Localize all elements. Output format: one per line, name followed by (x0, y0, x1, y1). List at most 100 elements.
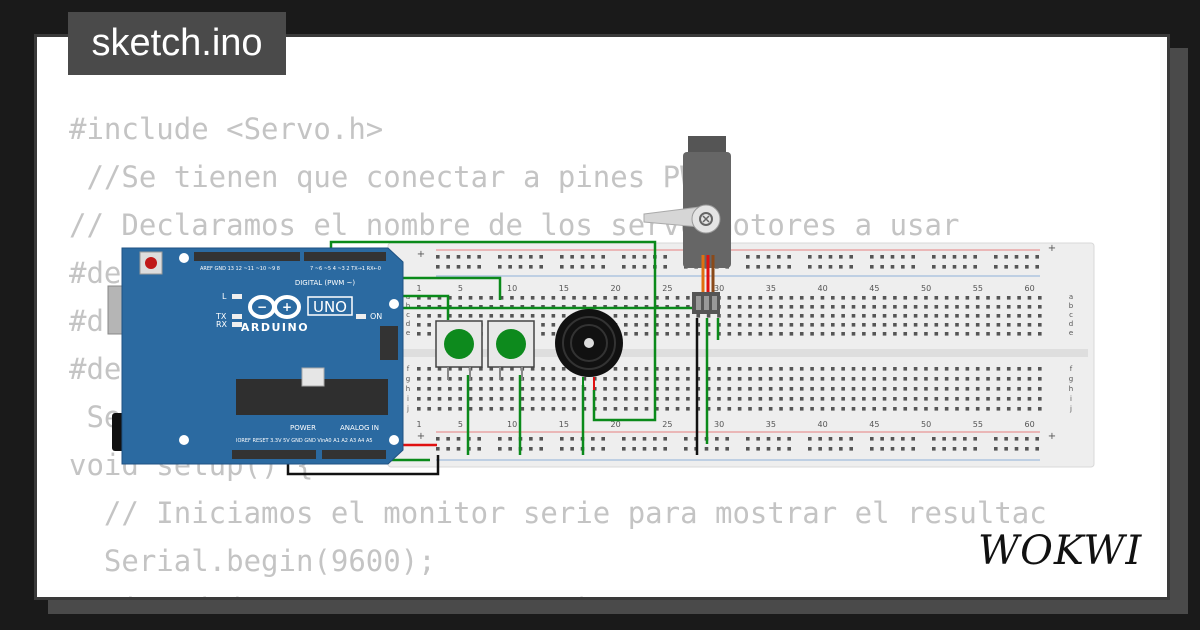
breadboard-hole (580, 265, 585, 269)
breadboard-hole (644, 314, 649, 318)
breadboard-hole (541, 407, 545, 411)
breadboard-hole (427, 377, 431, 381)
breadboard-hole (828, 265, 833, 269)
breadboard-hole (748, 296, 752, 300)
breadboard-hole (582, 296, 587, 300)
breadboard-hole (1017, 323, 1021, 327)
breadboard-hole (872, 332, 876, 336)
breadboard-hole (560, 255, 564, 259)
breadboard-hole (777, 437, 781, 441)
breadboard-hole (539, 437, 543, 441)
row-letter: f (407, 365, 410, 373)
breadboard-hole (748, 314, 752, 318)
breadboard-hole (934, 387, 939, 391)
breadboard-hole (768, 332, 773, 336)
code-line: // Declaramos el nombre de los servo mot… (69, 208, 960, 242)
row-letter: b (406, 302, 411, 310)
breadboard-hole (799, 377, 804, 381)
breadboard-hole (952, 265, 957, 269)
row-letter: h (406, 385, 410, 393)
breadboard-hole (831, 296, 835, 300)
breadboard-hole (810, 332, 814, 336)
breadboard-hole (518, 255, 523, 259)
analog-label: ANALOG IN (340, 424, 379, 432)
breadboard-hole (541, 296, 545, 300)
buzzer (555, 309, 623, 390)
breadboard-hole (758, 296, 763, 300)
breadboard-hole (684, 437, 688, 441)
breadboard-hole (417, 332, 421, 336)
breadboard-hole (942, 437, 946, 441)
breadboard-hole (996, 323, 1001, 327)
breadboard-hole (779, 367, 783, 371)
breadboard-hole (634, 314, 638, 318)
breadboard-hole (624, 407, 628, 411)
breadboard-hole (727, 387, 732, 391)
column-number: 1 (416, 420, 421, 429)
breadboard-hole (601, 265, 605, 269)
breadboard-hole (1006, 407, 1011, 411)
breadboard-hole (665, 397, 669, 401)
breadboard-hole (934, 407, 939, 411)
breadboard-hole (965, 296, 970, 300)
breadboard-hole (880, 447, 884, 451)
column-number: 60 (1025, 284, 1035, 293)
breadboard-hole (715, 437, 719, 441)
breadboard-hole (944, 314, 949, 318)
breadboard-hole (839, 437, 843, 441)
breadboard-hole (942, 447, 946, 451)
power-header (232, 450, 316, 459)
breadboard-hole (529, 265, 533, 269)
push-button-1[interactable] (435, 320, 483, 380)
push-button-2[interactable] (487, 320, 535, 380)
breadboard-hole (748, 323, 752, 327)
breadboard-hole (1017, 314, 1021, 318)
breadboard-hole (551, 367, 556, 371)
breadboard-hole (655, 367, 659, 371)
breadboard-hole (882, 387, 887, 391)
breadboard-hole (913, 367, 918, 371)
breadboard-hole (665, 407, 669, 411)
breadboard-hole (489, 296, 494, 300)
breadboard-hole (498, 447, 502, 451)
breadboard-hole (913, 314, 918, 318)
breadboard-hole (789, 296, 794, 300)
breadboard-hole (880, 255, 884, 259)
breadboard-hole (810, 387, 814, 391)
reset-button[interactable] (145, 257, 157, 269)
breadboard-hole (963, 447, 967, 451)
breadboard-hole (924, 397, 928, 401)
breadboard-hole (934, 305, 939, 309)
column-number: 35 (766, 284, 776, 293)
column-number: 50 (921, 420, 931, 429)
breadboard-hole (882, 305, 887, 309)
breadboard-hole (624, 332, 628, 336)
breadboard-hole (994, 255, 998, 259)
breadboard-hole (870, 265, 874, 269)
breadboard-hole (727, 367, 732, 371)
row-letter: i (407, 395, 409, 403)
breadboard-hole (944, 323, 949, 327)
breadboard-hole (675, 332, 680, 336)
breadboard-hole (820, 332, 825, 336)
breadboard-hole (427, 387, 431, 391)
breadboard-hole (665, 387, 669, 391)
breadboard-hole (944, 407, 949, 411)
breadboard-hole (779, 407, 783, 411)
breadboard-hole (560, 447, 564, 451)
breadboard-hole (820, 387, 825, 391)
breadboard-hole (686, 323, 690, 327)
breadboard-hole (737, 314, 742, 318)
breadboard-hole (706, 367, 711, 371)
breadboard-hole (686, 296, 690, 300)
breadboard-hole (1017, 387, 1021, 391)
breadboard-hole (1027, 314, 1032, 318)
column-number: 55 (973, 284, 983, 293)
row-letter: c (406, 311, 410, 319)
led-l-label: L (222, 292, 227, 301)
breadboard-hole (913, 296, 918, 300)
breadboard-hole (686, 407, 690, 411)
breadboard-hole (779, 332, 783, 336)
breadboard-hole (560, 437, 564, 441)
breadboard-hole (499, 377, 504, 381)
